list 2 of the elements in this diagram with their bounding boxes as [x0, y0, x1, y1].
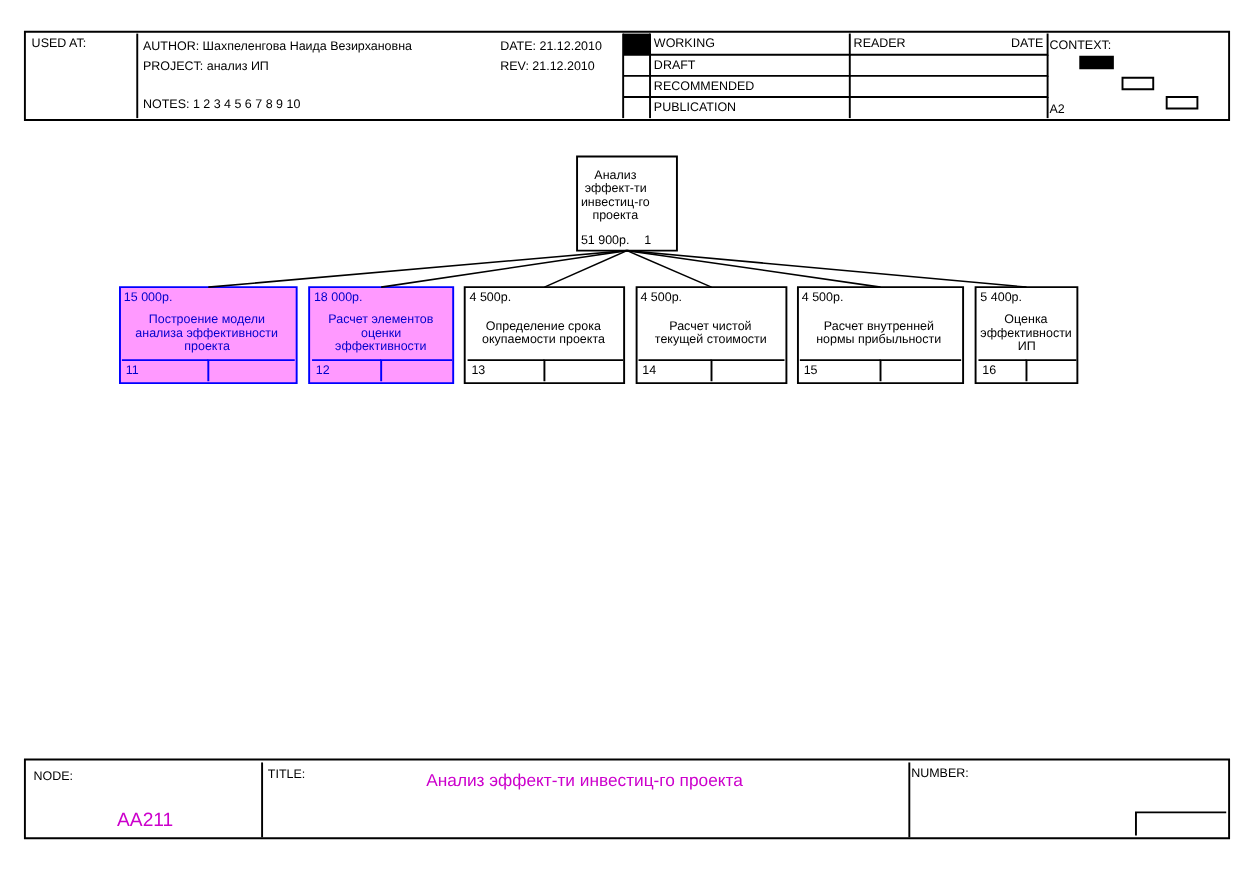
label: AA211 [117, 809, 174, 832]
label: Анализ эффект-ти инвестиц-го проекта [426, 769, 743, 790]
